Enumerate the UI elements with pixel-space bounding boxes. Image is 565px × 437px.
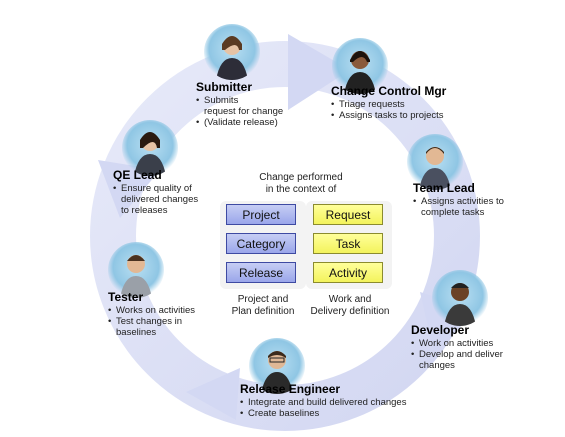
right-caption: Work and Delivery definition — [310, 294, 390, 317]
developer-photo — [432, 270, 488, 326]
qe-lead-photo — [122, 120, 178, 176]
team-lead-title: Team Lead — [413, 181, 475, 195]
tester-photo — [108, 242, 164, 298]
box-release: Release — [226, 262, 296, 283]
arrow-head-top — [288, 34, 350, 110]
submitter-bullet: (Validate release) — [196, 117, 283, 128]
submitter-title: Submitter — [196, 80, 253, 94]
release-engineer-bullet: Create baselines — [240, 408, 406, 419]
release-engineer-photo — [249, 338, 305, 394]
submitter-photo — [204, 24, 260, 80]
role-tester: Tester Works on activities Test changes … — [108, 290, 195, 338]
developer-title: Developer — [411, 323, 470, 337]
tester-bullet: Works on activities — [108, 305, 195, 316]
tester-title: Tester — [108, 290, 144, 304]
release-engineer-title: Release Engineer — [240, 382, 341, 396]
role-release-engineer: Release Engineer Integrate and build del… — [240, 382, 406, 419]
change-control-mgr-photo — [332, 38, 388, 94]
change-control-mgr-bullet: Assigns tasks to projects — [331, 110, 446, 121]
developer-bullet: Work on activities — [411, 338, 503, 349]
role-developer: Developer Work on activities Develop and… — [411, 323, 503, 371]
box-project: Project — [226, 204, 296, 225]
box-category: Category — [226, 233, 296, 254]
qe-lead-title: QE Lead — [113, 168, 162, 182]
role-change-control-mgr: Change Control Mgr Triage requests Assig… — [331, 84, 446, 121]
center-heading: Change performed in the context of — [259, 172, 343, 195]
left-caption: Project and Plan definition — [231, 294, 295, 317]
role-team-lead: Team Lead Assigns activities tocomplete … — [413, 181, 504, 218]
box-task: Task — [313, 233, 383, 254]
change-control-mgr-title: Change Control Mgr — [331, 84, 447, 98]
release-engineer-bullet: Integrate and build delivered changes — [240, 397, 406, 408]
box-activity: Activity — [313, 262, 383, 283]
change-control-mgr-bullet: Triage requests — [331, 99, 446, 110]
box-request: Request — [313, 204, 383, 225]
team-lead-photo — [407, 134, 463, 190]
arrow-head-bottom — [186, 368, 240, 420]
